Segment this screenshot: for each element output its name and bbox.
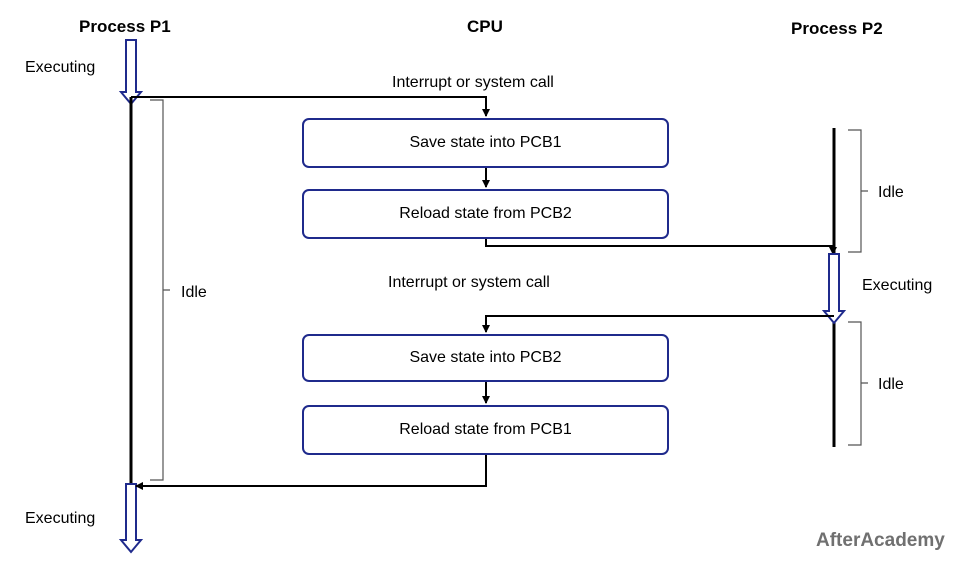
p2-idle-bracket-bottom [848,321,868,446]
interrupt-label-1: Interrupt or system call [392,74,554,91]
interrupt-label-2: Interrupt or system call [388,274,550,291]
step-reload-pcb1: Reload state from PCB1 [302,405,669,455]
p1-executing-arrow-bottom [118,483,144,554]
step-reload-pcb1-label: Reload state from PCB1 [399,421,572,438]
header-process-p1: Process P1 [79,17,171,36]
p2-executing-label: Executing [862,277,933,294]
p1-executing-label-bottom: Executing [25,510,96,527]
step-save-pcb1: Save state into PCB1 [302,118,669,168]
step-reload-pcb2-label: Reload state from PCB2 [399,205,572,222]
p1-idle-label: Idle [181,284,207,301]
step-reload-pcb2: Reload state from PCB2 [302,189,669,239]
step-save-pcb1-label: Save state into PCB1 [409,134,562,151]
step-save-pcb2: Save state into PCB2 [302,334,669,382]
connector-reload-pcb2-to-p2 [485,239,837,255]
step-save-pcb2-label: Save state into PCB2 [409,349,562,366]
p2-idle-label-bottom: Idle [878,376,904,393]
connector-p1-to-save-pcb1 [131,96,490,117]
p1-executing-label-top: Executing [25,59,96,76]
p2-executing-arrow [821,253,847,325]
header-process-p2: Process P2 [791,19,883,38]
p2-idle-bracket-top [848,129,868,253]
p1-executing-arrow-top [118,39,144,106]
connector-reload-pcb1-to-p1 [135,455,487,490]
connector-p2-to-save-pcb2 [482,315,834,333]
p1-idle-bracket [150,99,170,481]
p2-idle-label-top: Idle [878,184,904,201]
watermark-logo: AfterAcademy [816,530,945,551]
header-cpu: CPU [467,17,503,36]
